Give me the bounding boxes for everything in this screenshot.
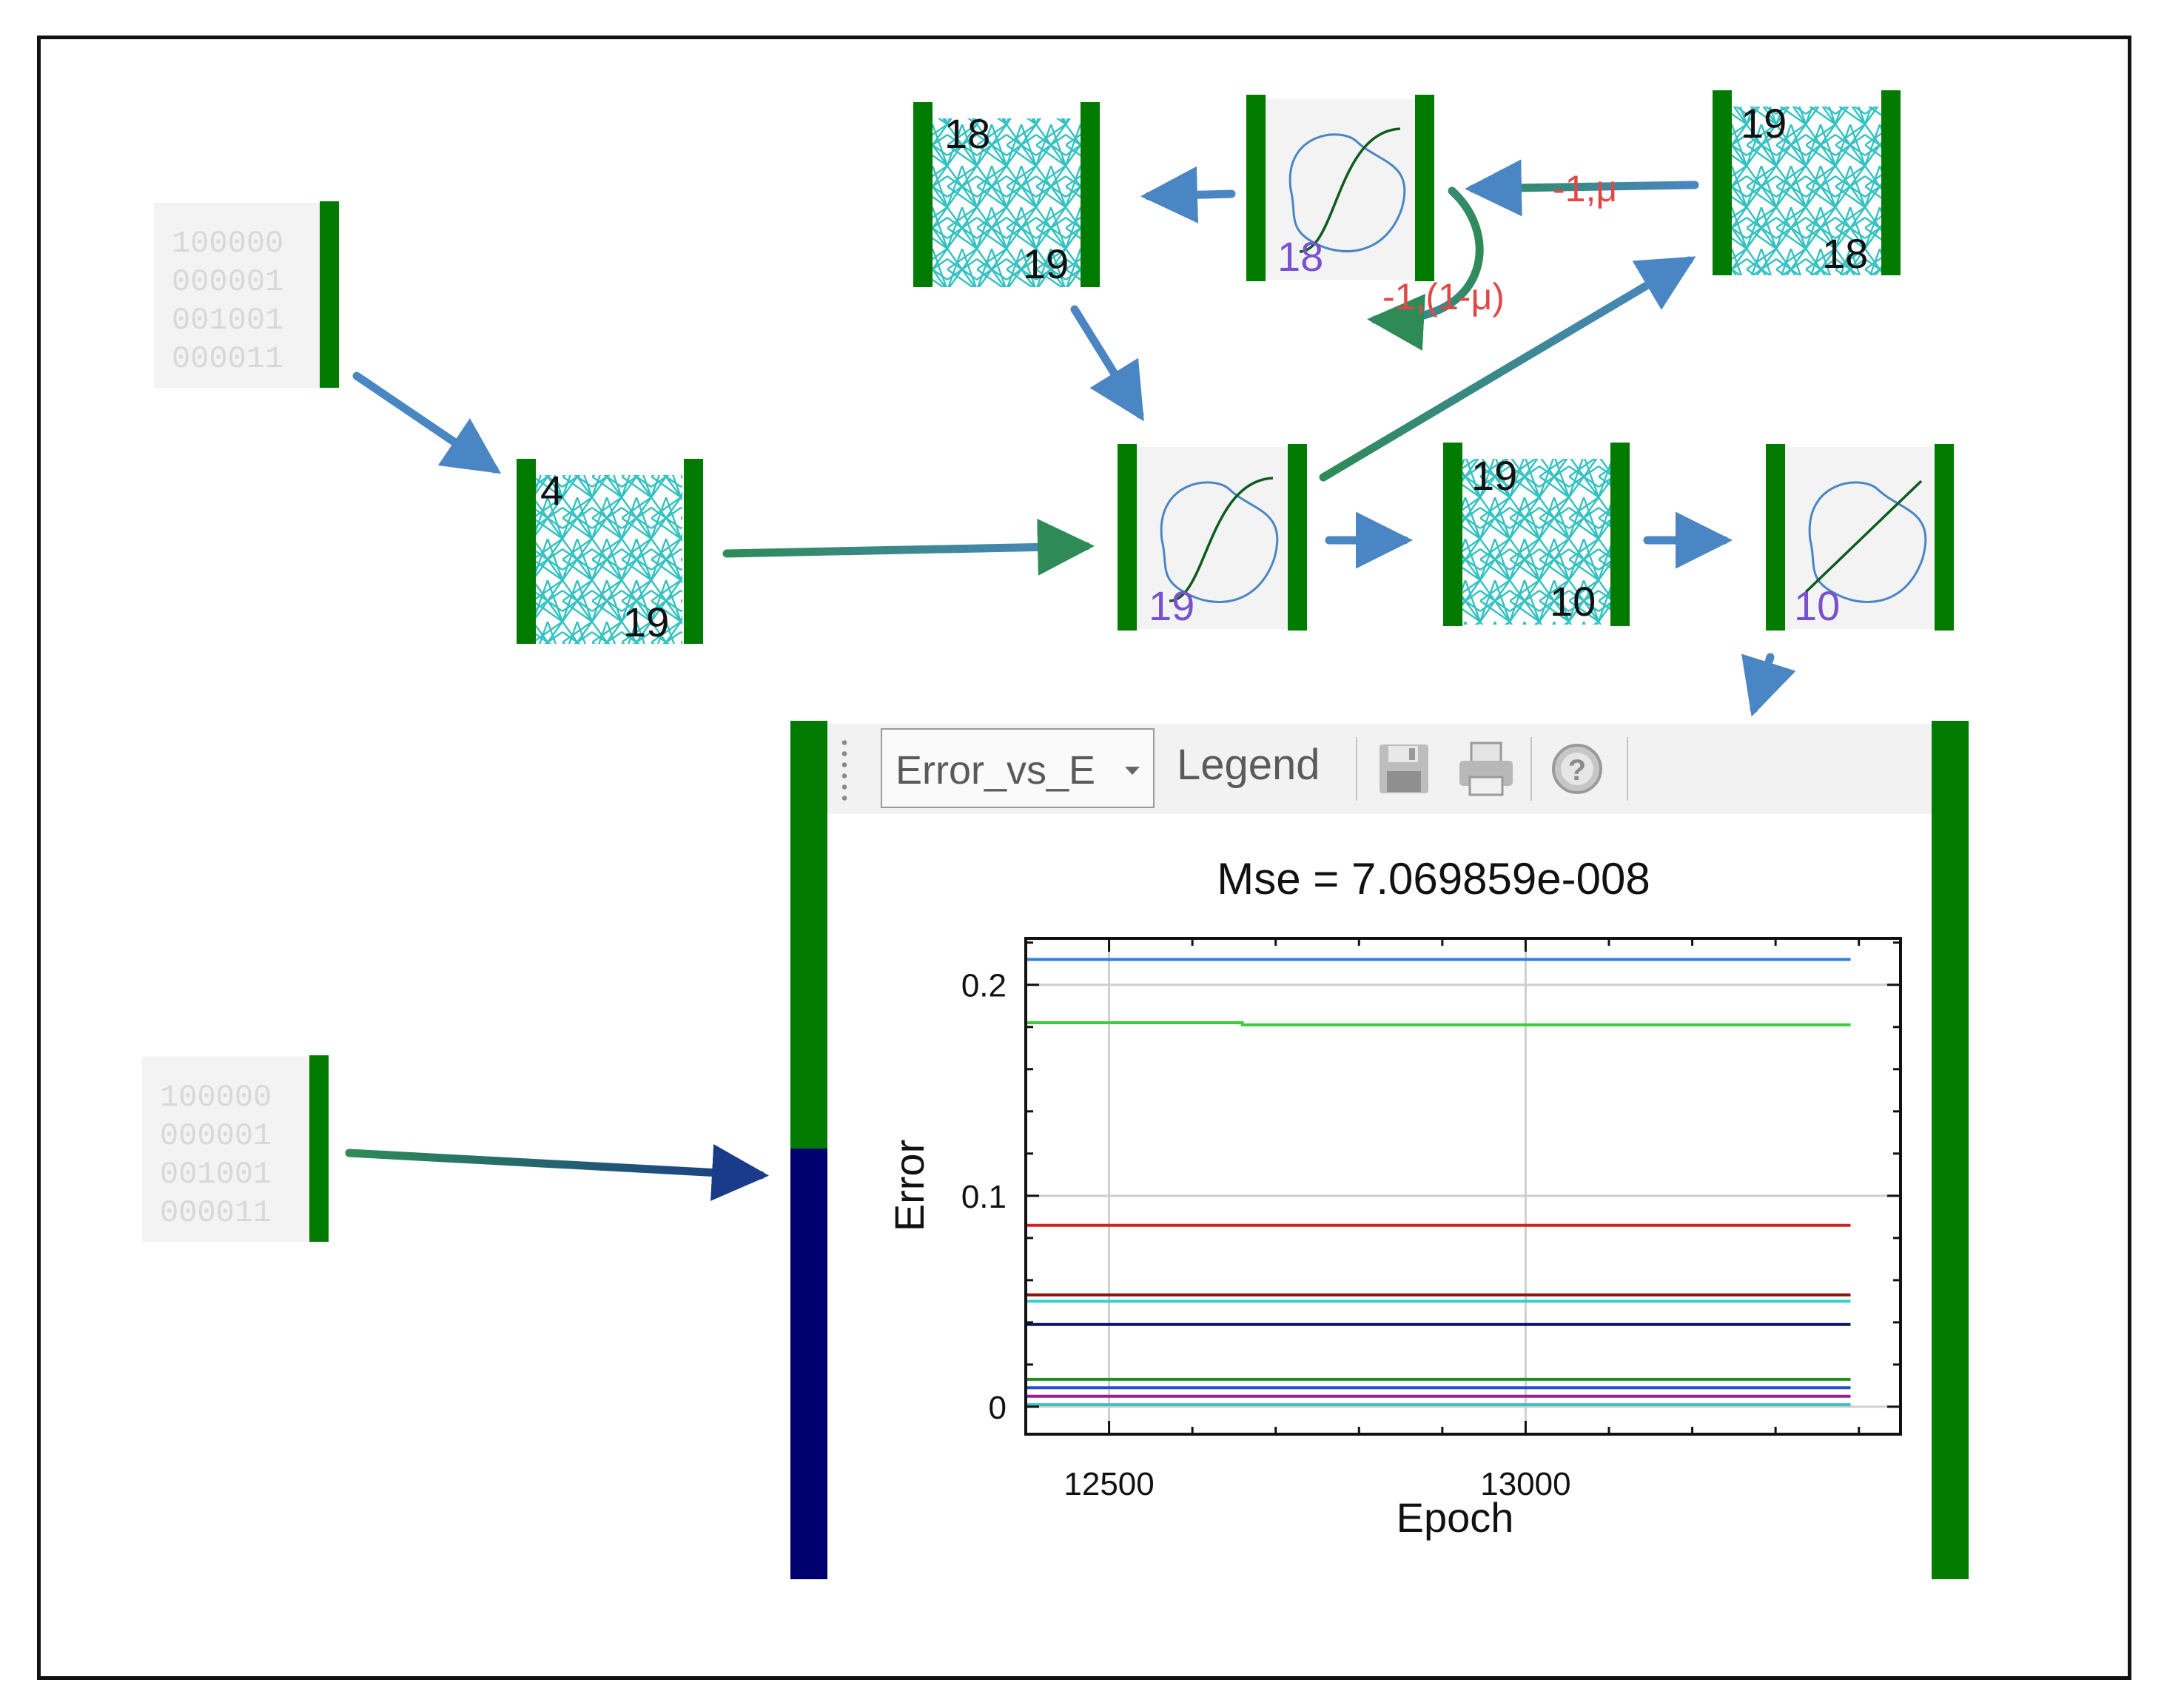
legend-button[interactable]: Legend (1177, 741, 1320, 789)
print-button[interactable] (1454, 737, 1517, 801)
edges (345, 159, 1796, 1201)
chart-series-select[interactable]: Error_vs_E (881, 728, 1155, 808)
activation-layer-output[interactable]: 10 (1766, 444, 1954, 631)
data-line: 000001 (160, 1118, 272, 1154)
chart-y-tick-label: 0.2 (961, 968, 1007, 1004)
activation-curve-icon (1288, 133, 1406, 253)
weights-layer-output[interactable]: 19 10 (1443, 443, 1630, 626)
error-chart: Mse = 7.069859e-008 12500 13000 0 0.1 0.2 Ep… (886, 854, 1902, 1541)
data-line: 001001 (172, 303, 283, 338)
chart-series-line (1026, 1021, 1851, 1026)
activation-unit-count: 18 (1277, 233, 1323, 280)
weights-in-count: 19 (1741, 100, 1787, 147)
weights-out-count: 10 (1550, 578, 1596, 625)
chart-toolbar: Error_vs_E Legend ? (827, 724, 1932, 814)
chart-y-tick-label: 0.1 (961, 1179, 1007, 1215)
edge-weights-to-activation (722, 518, 1095, 576)
canvas-frame (37, 36, 2131, 1680)
data-line: 000001 (172, 264, 283, 300)
edge-activation-top-to-weights-top-left (1140, 166, 1236, 223)
edge-label-momentum: -1,μ (1553, 168, 1617, 209)
edge-weights-top-right-to-activation-top (1465, 159, 1699, 217)
chart-y-axis-label: Error (886, 1140, 933, 1231)
chart-x-tick-label: 12500 (1063, 1466, 1154, 1502)
activation-sigmoid-icon (1169, 477, 1274, 602)
weights-layer-top-right[interactable]: 19 18 (1713, 90, 1901, 277)
data-line: 000011 (160, 1195, 272, 1231)
chart-input-bar (790, 721, 827, 1149)
edge-activation-top-loop (1367, 186, 1484, 351)
activation-curve-icon (1808, 481, 1927, 603)
activation-curve-icon (1160, 481, 1279, 603)
activation-unit-count: 19 (1149, 582, 1194, 629)
chevron-down-icon (1125, 767, 1140, 775)
svg-text:?: ? (1568, 754, 1586, 787)
toolbar-separator (1627, 737, 1628, 801)
data-line: 001001 (160, 1157, 272, 1192)
chart-target-bar (790, 1149, 827, 1579)
chart-node[interactable] (790, 721, 1969, 1579)
weights-in-count: 18 (944, 110, 990, 157)
input-data-node-top[interactable]: 100000 000001 001001 000011 (154, 201, 339, 388)
data-line: 000011 (172, 341, 283, 377)
activation-layer-main[interactable]: 19 (1118, 444, 1307, 631)
weights-out-count: 18 (1822, 230, 1868, 277)
data-line: 100000 (172, 226, 283, 261)
toolbar-separator (1530, 737, 1532, 801)
chart-grid (1026, 938, 1901, 1434)
edge-labels: -1,μ -1,(1-μ) (1382, 168, 1617, 317)
weights-out-count: 19 (1023, 241, 1069, 287)
edge-activation-output-to-chart (1741, 653, 1796, 717)
edge-target-to-chart (345, 1143, 769, 1201)
chart-plot-area (1024, 937, 1902, 1436)
chart-series (1026, 958, 1851, 1407)
weights-layer-top-left[interactable]: 18 19 (913, 102, 1100, 287)
edge-activation-to-weights-top-right (1319, 256, 1696, 482)
activation-linear-icon (1804, 480, 1923, 594)
weights-in-count: 4 (540, 467, 563, 514)
chart-x-tick-label: 13000 (1480, 1466, 1570, 1502)
help-icon: ? (1552, 744, 1602, 794)
data-line: 100000 (160, 1080, 272, 1115)
chart-y-tick-label: 0 (989, 1390, 1007, 1426)
save-button[interactable] (1372, 737, 1436, 801)
toolbar-grip-handle[interactable] (841, 737, 848, 801)
chart-x-axis-label: Epoch (1397, 1494, 1514, 1541)
activation-unit-count: 10 (1794, 582, 1840, 629)
help-button[interactable]: ? (1545, 737, 1609, 801)
floppy-disk-icon (1380, 744, 1428, 793)
weights-in-count: 19 (1471, 452, 1517, 499)
activation-layer-top[interactable]: 18 (1246, 95, 1434, 281)
weights-layer-input[interactable]: 4 19 (517, 459, 703, 645)
chart-title: Mse = 7.069859e-008 (1217, 854, 1650, 904)
edge-weights-top-left-to-activation (1070, 305, 1144, 422)
chart-series-select-value: Error_vs_E (895, 748, 1096, 793)
target-data-node[interactable]: 100000 000001 001001 000011 (142, 1055, 329, 1242)
toolbar-separator (1356, 737, 1357, 801)
chart-ticks: 12500 13000 0 0.1 0.2 (961, 938, 1901, 1502)
edge-input-to-weights (352, 371, 502, 474)
weights-out-count: 19 (623, 599, 669, 645)
edge-label-loop: -1,(1-μ) (1382, 276, 1505, 317)
printer-icon (1459, 742, 1513, 796)
activation-sigmoid-icon (1299, 127, 1401, 253)
chart-output-bar (1932, 721, 1969, 1579)
